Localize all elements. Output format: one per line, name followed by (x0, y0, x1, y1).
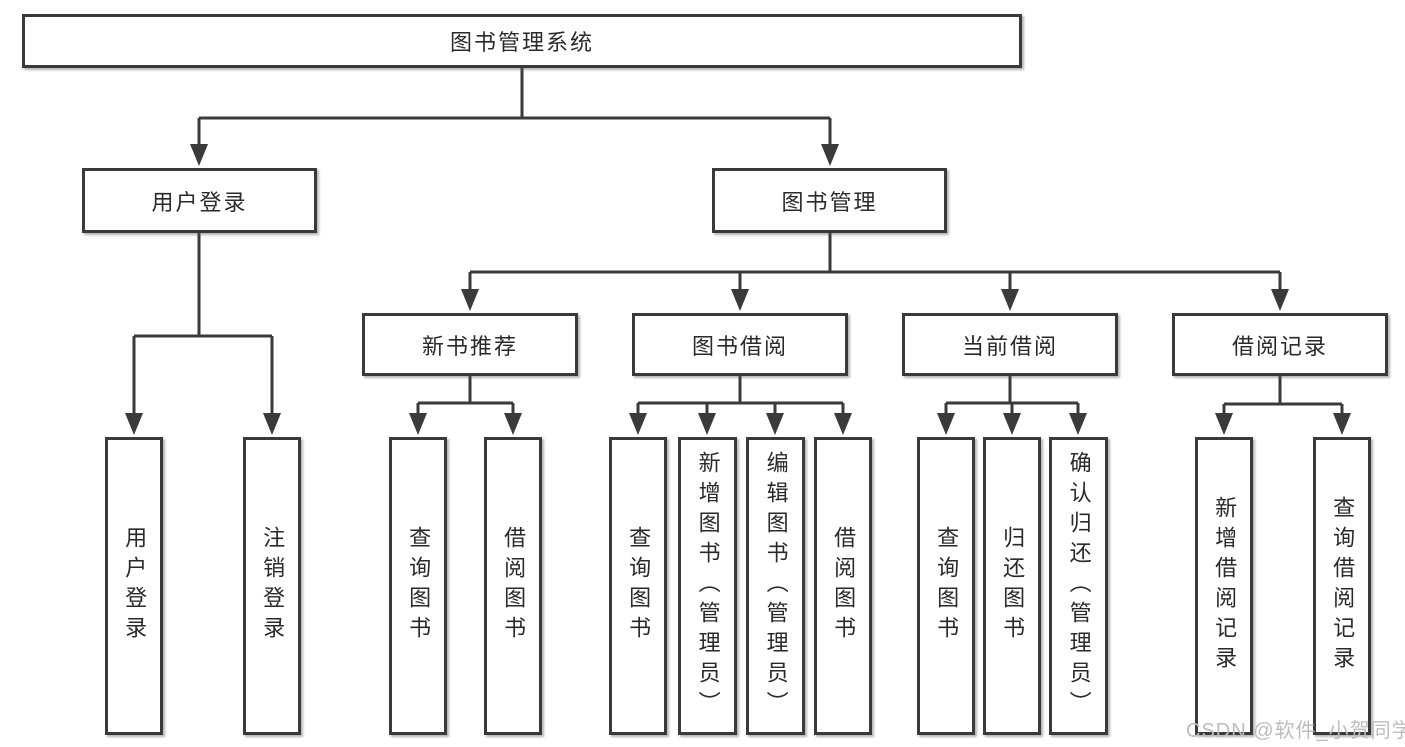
leaf-label: 查询图书 (934, 526, 960, 646)
leaf-confirm-return-admin: 确认归还（管理员） (1049, 437, 1108, 735)
leaf-borrow-books: 借阅图书 (814, 437, 872, 735)
node-label: 借阅记录 (1231, 333, 1328, 359)
leaf-label: 归还图书 (1000, 526, 1026, 646)
node-user-login: 用户登录 (82, 168, 317, 233)
leaf-edit-book-admin: 编辑图书（管理员） (746, 437, 805, 735)
leaf-label: 查询图书 (626, 526, 652, 646)
leaf-label: 查询借阅记录 (1330, 496, 1356, 676)
leaf-label: 确认归还（管理员） (1066, 451, 1092, 721)
leaf-label: 用户登录 (122, 526, 148, 646)
leaf-add-book-admin: 新增图书（管理员） (678, 437, 737, 735)
node-current-borrowing: 当前借阅 (902, 313, 1118, 376)
leaf-label: 借阅图书 (831, 526, 857, 646)
leaf-label: 注销登录 (260, 526, 286, 646)
leaf-logout: 注销登录 (243, 437, 301, 735)
node-label: 当前借阅 (961, 333, 1058, 359)
leaf-add-borrow-record: 新增借阅记录 (1195, 437, 1253, 735)
node-label: 用户登录 (151, 189, 248, 215)
leaf-label: 查询图书 (406, 526, 432, 646)
node-new-book-recommendation: 新书推荐 (362, 313, 578, 376)
leaf-label: 新增借阅记录 (1212, 496, 1238, 676)
watermark: CSDN @软件_小贺同学 (1186, 720, 1405, 742)
leaf-query-books: 查询图书 (609, 437, 667, 735)
node-label: 图书借阅 (691, 333, 788, 359)
node-book-management: 图书管理 (712, 168, 947, 233)
leaf-query-books: 查询图书 (917, 437, 975, 735)
leaf-query-borrow-record: 查询借阅记录 (1313, 437, 1371, 735)
node-book-borrowing: 图书借阅 (632, 313, 848, 376)
leaf-borrow-books: 借阅图书 (484, 437, 542, 735)
leaf-label: 编辑图书（管理员） (763, 451, 789, 721)
leaf-label: 借阅图书 (501, 526, 527, 646)
node-borrowing-records: 借阅记录 (1172, 313, 1388, 376)
node-label: 图书管理 (781, 189, 878, 215)
leaf-return-books: 归还图书 (983, 437, 1041, 735)
node-library-management-system: 图书管理系统 (22, 14, 1022, 68)
leaf-query-books: 查询图书 (389, 437, 447, 735)
leaf-label: 新增图书（管理员） (695, 451, 721, 721)
node-label: 新书推荐 (421, 333, 518, 359)
node-label: 图书管理系统 (449, 30, 594, 55)
leaf-user-login: 用户登录 (105, 437, 163, 735)
